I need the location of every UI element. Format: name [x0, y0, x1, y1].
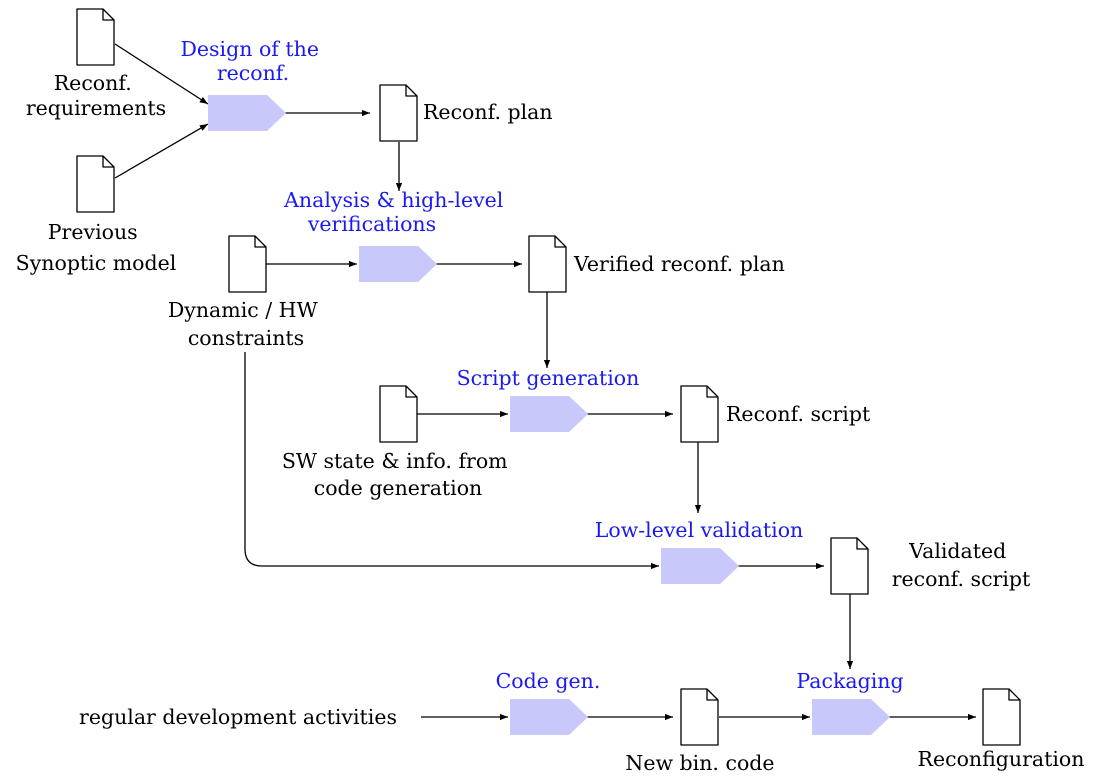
process-script-generation-shape: [510, 396, 588, 432]
document-reconf-requirements: Reconf. requirements: [26, 8, 166, 120]
document-fold: [856, 538, 868, 550]
document-fold: [554, 236, 566, 248]
document-new-bin-code-label: New bin. code: [625, 751, 774, 775]
document-icon: [680, 385, 719, 443]
document-icon: [76, 155, 115, 213]
document-fold: [102, 9, 114, 21]
document-icon: [228, 235, 267, 293]
document-fold: [706, 689, 718, 701]
process-code-gen: Code gen.: [496, 669, 601, 735]
document-icon: [76, 8, 115, 66]
document-reconfiguration: Reconfiguration: [918, 688, 1085, 771]
document-sw-state: SW state & info. from code generation: [282, 385, 514, 500]
document-fold: [706, 386, 718, 398]
process-code-gen-label: Code gen.: [496, 669, 601, 693]
document-fold: [405, 85, 417, 97]
document-verified-reconf-plan: Verified reconf. plan: [528, 235, 785, 293]
process-script-generation-label: Script generation: [457, 366, 640, 390]
document-previous-synoptic-model: Previous Synoptic model: [16, 155, 177, 275]
document-icon: [982, 688, 1021, 746]
document-fold: [102, 156, 114, 168]
edge-requirements-to-design: [114, 43, 209, 105]
process-design: Design of the reconf.: [180, 37, 325, 131]
edges: [114, 43, 976, 721]
document-fold: [1008, 689, 1020, 701]
process-low-level-validation: Low-level validation: [595, 518, 804, 584]
document-icon: [379, 385, 418, 443]
process-low-level-validation-shape: [661, 548, 739, 584]
document-icon: [680, 688, 719, 746]
document-sw-state-label: SW state & info. from code generation: [282, 449, 514, 500]
process-code-gen-shape: [510, 699, 588, 735]
edge-previous-model-to-design: [114, 123, 209, 179]
document-reconf-plan-label: Reconf. plan: [423, 100, 553, 124]
regular-development-activities-label: regular development activities: [79, 705, 397, 729]
document-new-bin-code: New bin. code: [625, 688, 775, 775]
document-verified-reconf-plan-label: Verified reconf. plan: [573, 252, 785, 276]
process-design-label: Design of the reconf.: [180, 37, 325, 85]
process-packaging: Packaging: [796, 669, 904, 735]
document-validated-reconf-script: Validated reconf. script: [830, 537, 1031, 595]
document-reconf-script: Reconf. script: [680, 385, 871, 443]
document-dynamic-hw-constraints-label: Dynamic / HW constraints: [168, 298, 324, 350]
process-script-generation: Script generation: [457, 366, 640, 432]
process-analysis-shape: [359, 246, 437, 282]
document-reconf-plan: Reconf. plan: [379, 84, 553, 142]
document-validated-reconf-script-label: Validated reconf. script: [892, 539, 1031, 591]
document-icon: [528, 235, 567, 293]
document-dynamic-hw-constraints: Dynamic / HW constraints: [168, 235, 324, 350]
document-reconf-requirements-label: Reconf. requirements: [26, 71, 166, 120]
document-fold: [254, 236, 266, 248]
process-packaging-label: Packaging: [796, 669, 903, 693]
process-packaging-shape: [812, 699, 890, 735]
document-previous-synoptic-model-label: Previous Synoptic model: [16, 220, 177, 275]
process-low-level-validation-label: Low-level validation: [595, 518, 804, 542]
document-fold: [405, 386, 417, 398]
document-reconfiguration-label: Reconfiguration: [918, 747, 1085, 771]
process-analysis: Analysis & high-level verifications: [283, 188, 510, 282]
process-design-shape: [208, 95, 286, 131]
document-reconf-script-label: Reconf. script: [726, 402, 871, 426]
edge-constraints-to-low-level: [244, 352, 659, 570]
document-icon: [379, 84, 418, 142]
document-icon: [830, 537, 869, 595]
process-analysis-label: Analysis & high-level verifications: [283, 188, 510, 236]
